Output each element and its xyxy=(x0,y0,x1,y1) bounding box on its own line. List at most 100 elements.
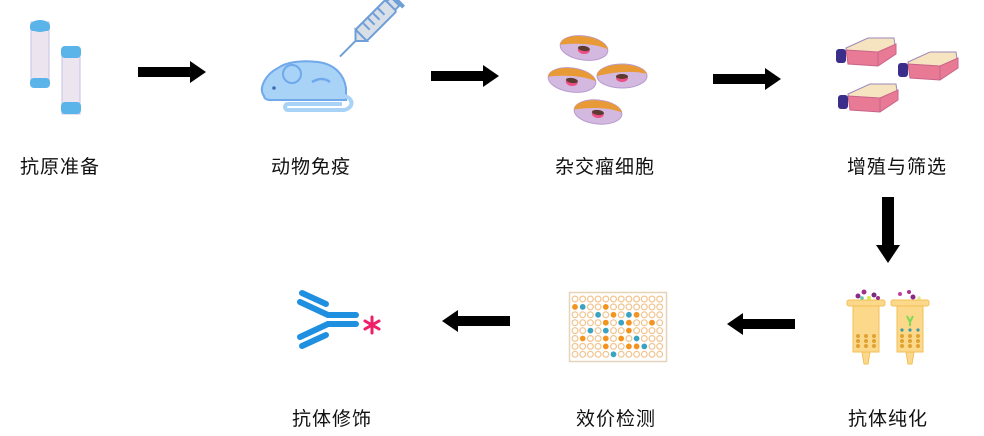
step-modify xyxy=(296,290,386,360)
well-empty xyxy=(594,303,602,311)
well-empty xyxy=(617,350,625,358)
well-empty xyxy=(602,311,610,319)
hybridoma-cells-icon xyxy=(547,35,648,125)
well-empty xyxy=(571,295,579,303)
well-empty xyxy=(648,327,656,335)
well-control xyxy=(602,327,609,334)
well-empty xyxy=(648,334,656,342)
well-positive xyxy=(626,319,632,326)
well-empty xyxy=(594,342,602,350)
arrow-left-icon xyxy=(440,310,510,332)
well-empty xyxy=(617,295,625,303)
well-empty xyxy=(594,334,602,342)
well-empty xyxy=(633,319,641,327)
well-empty xyxy=(648,295,656,303)
step-label: 动物免疫 xyxy=(271,156,352,178)
arrow-right-icon xyxy=(138,61,208,83)
well-empty xyxy=(617,303,625,311)
well-positive xyxy=(602,335,609,342)
well-control xyxy=(595,311,601,318)
well-empty xyxy=(571,350,579,358)
well-empty xyxy=(579,311,587,319)
well-empty xyxy=(648,303,656,311)
step-label: 抗体修饰 xyxy=(292,408,373,430)
culture-flasks-icon xyxy=(836,37,959,113)
step-label: 抗体纯化 xyxy=(848,408,929,430)
well-control xyxy=(587,327,594,334)
well-empty xyxy=(602,350,610,358)
well-positive xyxy=(626,343,632,350)
step-antigen xyxy=(20,14,90,115)
step-titer xyxy=(568,291,668,363)
well-empty xyxy=(656,334,664,342)
well-empty xyxy=(586,342,594,350)
well-empty xyxy=(609,334,617,342)
well-empty xyxy=(656,327,664,335)
well-positive xyxy=(618,335,625,342)
well-empty xyxy=(648,350,656,358)
well-empty xyxy=(586,319,594,327)
well-empty xyxy=(609,342,617,350)
step-purify xyxy=(845,288,935,368)
step-expand xyxy=(834,37,970,120)
well-empty xyxy=(633,303,641,311)
well-empty xyxy=(586,350,594,358)
well-empty xyxy=(656,319,664,327)
well-empty xyxy=(656,350,664,358)
well-positive xyxy=(649,319,655,326)
well-empty xyxy=(656,295,664,303)
well-positive xyxy=(610,311,617,318)
well-empty xyxy=(586,334,594,342)
well-control xyxy=(641,343,648,350)
well-empty xyxy=(617,327,625,335)
well-empty xyxy=(571,327,579,335)
well-empty xyxy=(633,295,641,303)
arrow-right-icon xyxy=(713,68,783,90)
well-empty xyxy=(640,295,648,303)
well-positive xyxy=(633,311,640,318)
mouse-syringe-icon xyxy=(260,0,406,112)
step-label: 增殖与筛选 xyxy=(847,156,948,178)
well-empty xyxy=(609,319,617,327)
well-positive xyxy=(602,319,609,326)
well-control xyxy=(618,319,625,326)
well-empty xyxy=(594,350,602,358)
well-empty xyxy=(579,327,587,335)
well-empty xyxy=(640,319,648,327)
well-empty xyxy=(602,295,610,303)
well-empty xyxy=(586,311,594,319)
well-empty xyxy=(648,311,656,319)
well-empty xyxy=(656,311,664,319)
well-empty xyxy=(656,342,664,350)
step-label: 杂交瘤细胞 xyxy=(555,156,656,178)
well-positive xyxy=(602,304,609,310)
well-empty xyxy=(571,311,579,319)
well-empty xyxy=(640,334,648,342)
well-empty xyxy=(617,311,625,319)
well-empty xyxy=(640,311,648,319)
well-positive xyxy=(572,304,578,310)
labeled-antibody-icon xyxy=(297,290,381,349)
well-control xyxy=(633,335,640,342)
arrow-right-icon xyxy=(431,65,501,87)
well-empty xyxy=(640,303,648,311)
well-empty xyxy=(617,342,625,350)
well-empty xyxy=(625,334,633,342)
well-empty xyxy=(609,303,617,311)
well-positive xyxy=(579,335,586,342)
well-empty xyxy=(648,342,656,350)
arrow-down-icon xyxy=(876,197,900,265)
well-empty xyxy=(579,295,587,303)
well-empty xyxy=(633,350,641,358)
test-tubes-icon xyxy=(30,20,81,115)
well-positive xyxy=(626,327,632,334)
well-empty xyxy=(656,303,664,311)
well-empty xyxy=(625,350,633,358)
well-control xyxy=(626,311,632,318)
well-positive xyxy=(602,343,609,350)
step-hybridoma xyxy=(547,34,658,128)
well-empty xyxy=(640,350,648,358)
well-empty xyxy=(640,327,648,335)
well-control xyxy=(610,351,617,358)
well-empty xyxy=(594,327,602,335)
